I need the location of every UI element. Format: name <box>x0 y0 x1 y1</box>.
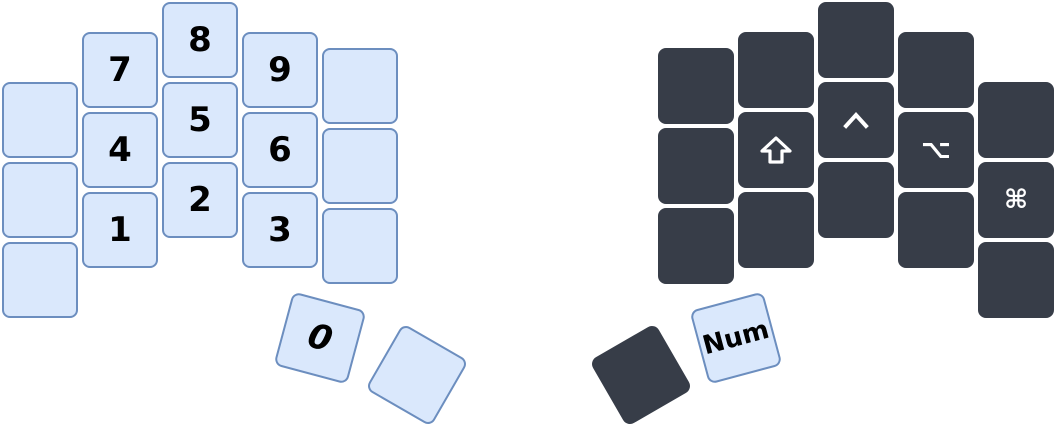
left-key-8: 8 <box>162 2 238 78</box>
right-key-col2-row0 <box>818 2 894 78</box>
left-key-col4-row1 <box>322 128 398 204</box>
shift-icon <box>760 136 792 164</box>
right-key-col3-row0 <box>898 32 974 108</box>
left-key-4: 4 <box>82 112 158 188</box>
left-key-3: 3 <box>242 192 318 268</box>
right-key-col2-row2 <box>818 162 894 238</box>
right-key-option: ⌥ <box>898 112 974 188</box>
right-key-col0-row0 <box>658 48 734 124</box>
left-key-9: 9 <box>242 32 318 108</box>
left-key-5: 5 <box>162 82 238 158</box>
control-icon <box>843 112 869 129</box>
right-key-col0-row2 <box>658 208 734 284</box>
left-key-col0-row2 <box>2 242 78 318</box>
right-key-col4-row0 <box>978 82 1054 158</box>
right-key-col1-row0 <box>738 32 814 108</box>
right-key-col1-row2 <box>738 192 814 268</box>
right-key-control <box>818 82 894 158</box>
right-key-shift <box>738 112 814 188</box>
left-thumb-key-2 <box>365 323 469 427</box>
right-key-col3-row2 <box>898 192 974 268</box>
left-key-col0-row1 <box>2 162 78 238</box>
left-key-6: 6 <box>242 112 318 188</box>
left-key-7: 7 <box>82 32 158 108</box>
left-key-col0-row0 <box>2 82 78 158</box>
right-thumb-key-1 <box>589 323 693 427</box>
right-key-command: ⌘ <box>978 162 1054 238</box>
right-thumb-key-num: Num <box>689 291 783 385</box>
right-key-col4-row2 <box>978 242 1054 318</box>
left-key-2: 2 <box>162 162 238 238</box>
left-thumb-key-0: 0 <box>273 291 367 385</box>
right-key-col0-row1 <box>658 128 734 204</box>
left-key-col4-row0 <box>322 48 398 124</box>
left-key-1: 1 <box>82 192 158 268</box>
left-key-col4-row2 <box>322 208 398 284</box>
